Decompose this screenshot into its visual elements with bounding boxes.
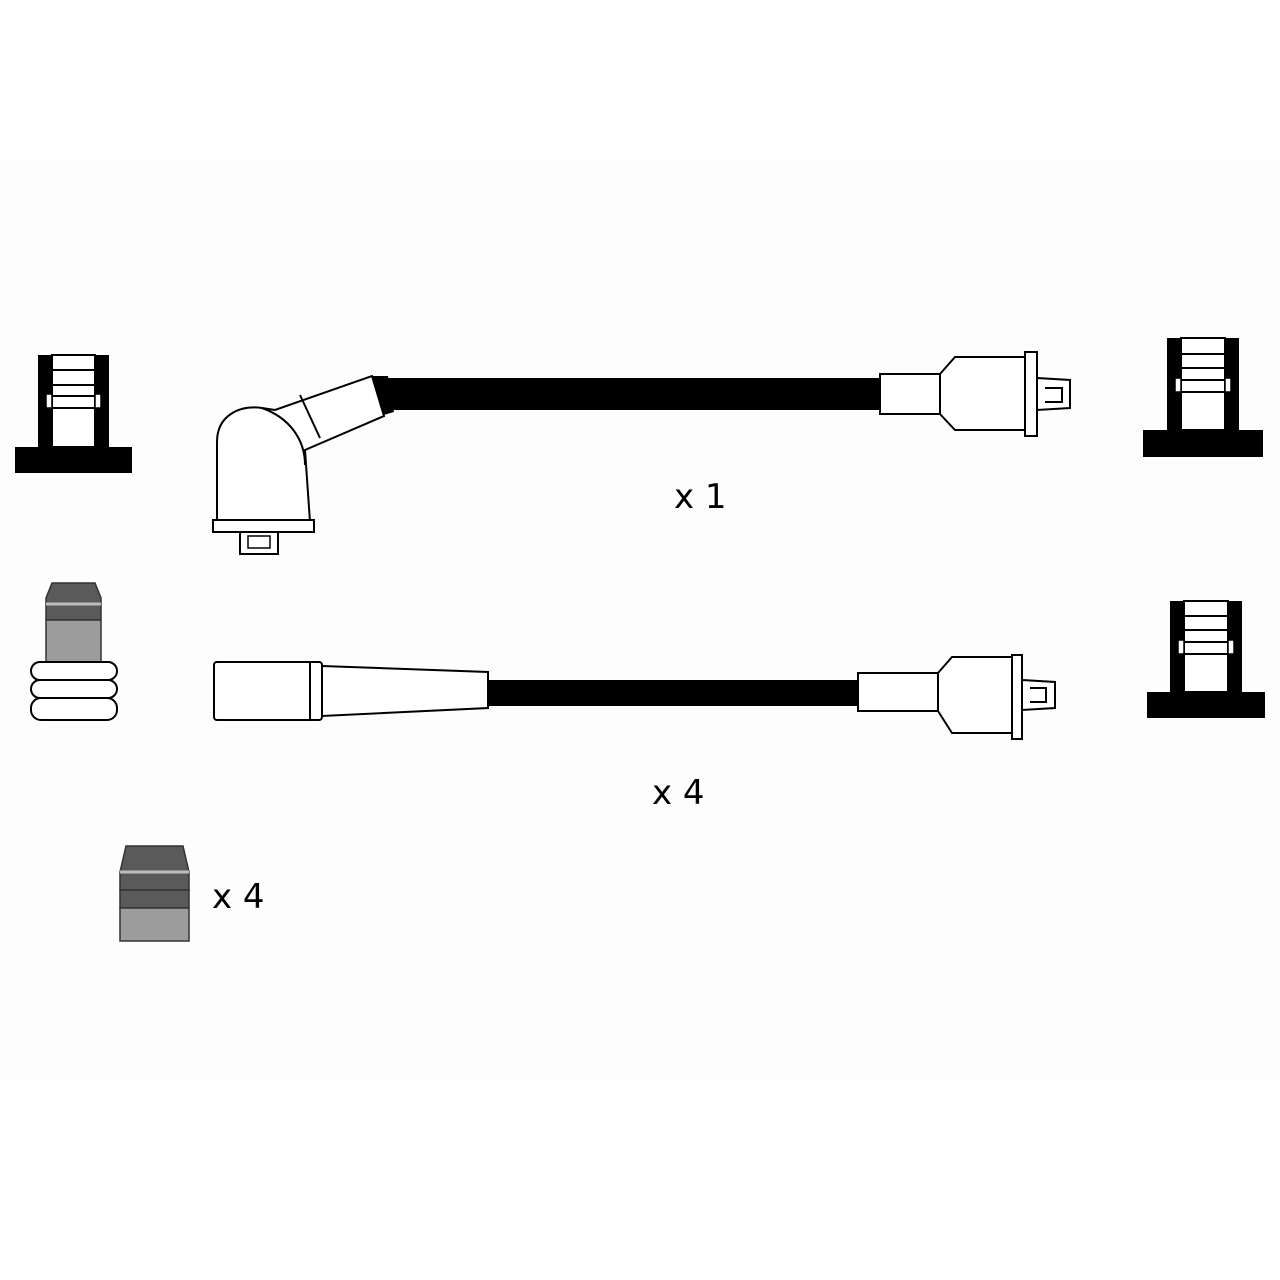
coil-lead-terminal-tube: [879, 373, 941, 415]
ribbed-boot-icon: [30, 582, 118, 721]
sleeve-icon-left: [15, 354, 132, 473]
plug-lead-straight: [213, 654, 1056, 740]
plug-lead-qty-label: x 4: [652, 773, 705, 813]
coil-lead-cable: [372, 378, 880, 410]
angled-boot: [216, 374, 386, 523]
diagram-panel: [0, 160, 1280, 1080]
boot-qty-label: x 4: [212, 877, 265, 917]
sleeve-icon-right-top: [1143, 337, 1263, 457]
sleeve-icon-right-bottom: [1147, 600, 1265, 718]
plug-lead-cable: [488, 680, 858, 706]
straight-boot: [213, 661, 323, 721]
plug-lead-terminal-tube: [857, 672, 939, 712]
boot-cap-icon: [119, 845, 190, 942]
coil-lead-qty-label: x 1: [674, 477, 727, 517]
coil-lead-angled: [212, 351, 1071, 555]
